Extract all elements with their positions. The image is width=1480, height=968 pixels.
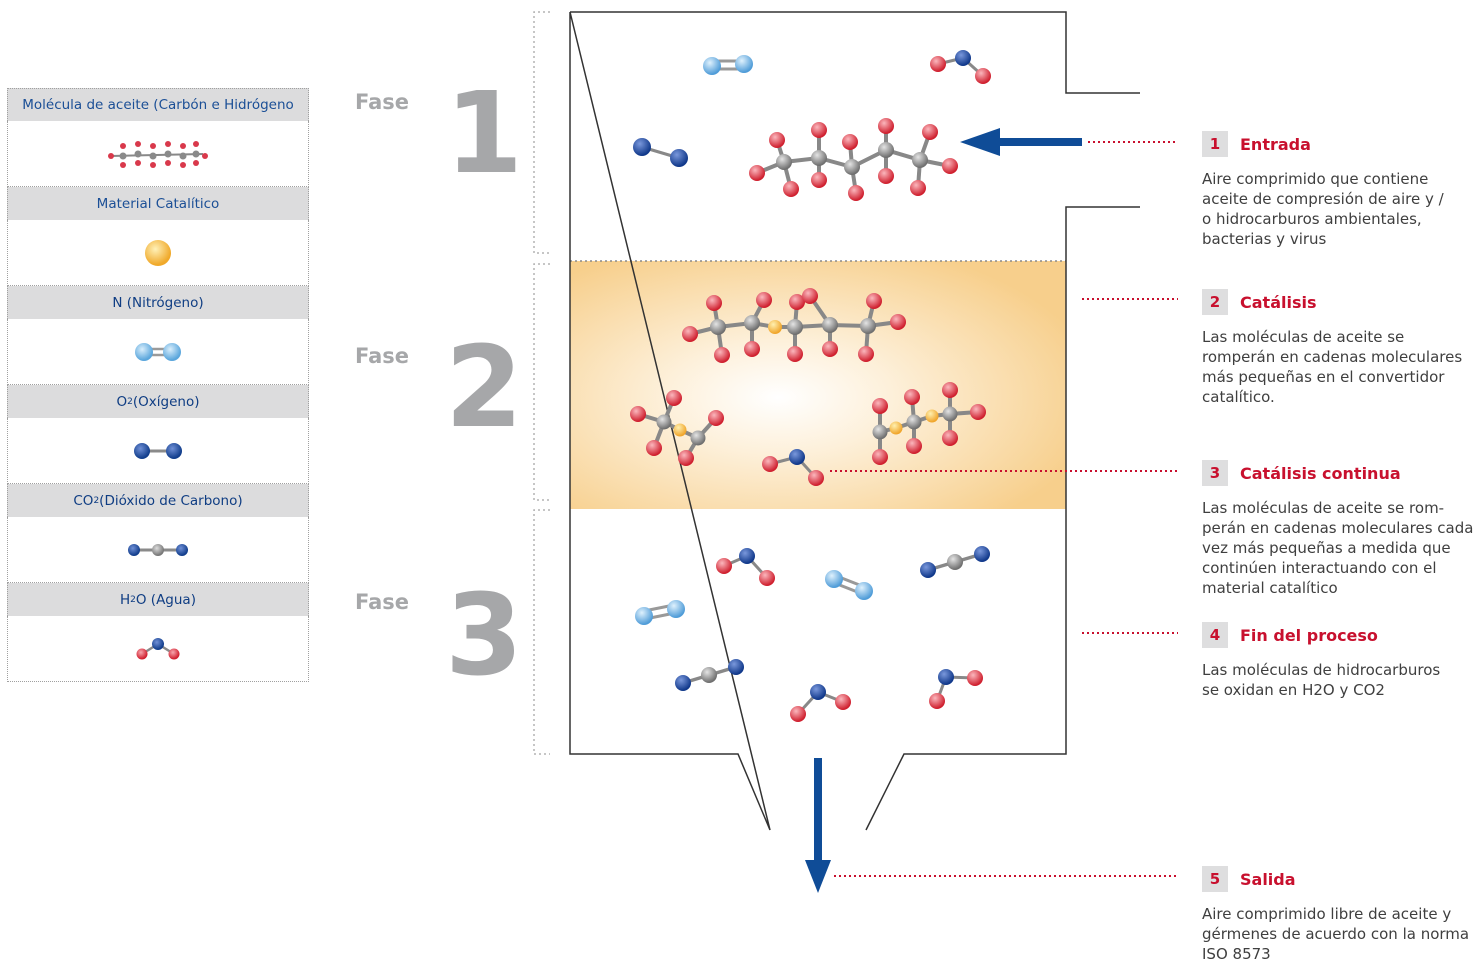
step-2-text: Las moléculas de aceite se romperán en c…	[1202, 328, 1463, 406]
nitrogen-molecule	[703, 55, 753, 75]
oil-molecule-icon	[108, 140, 208, 168]
legend-header-oil: Molécula de aceite (Carbón e Hidrógeno	[7, 88, 309, 121]
oxygen-molecule-icon	[134, 442, 182, 459]
step-1-title: Entrada	[1240, 134, 1311, 154]
catalyst-sphere-icon	[145, 239, 171, 266]
co2-molecule-icon	[128, 543, 188, 556]
step-2: 2 Catálisis Las moléculas de aceite se r…	[1202, 289, 1464, 407]
phase-2-number: 2	[445, 323, 523, 453]
phase-1-number: 1	[445, 69, 523, 199]
leader-lines	[830, 141, 1178, 877]
co2-molecule-a	[920, 546, 990, 578]
step-5-text: Aire comprimido libre de aceite y gérmen…	[1202, 905, 1470, 963]
inlet-arrow	[960, 128, 1082, 156]
step-1-number: 1	[1202, 131, 1228, 157]
step-2-title: Catálisis	[1240, 292, 1317, 312]
water-molecule-c	[929, 669, 983, 709]
step-3-number: 3	[1202, 460, 1228, 486]
fragment-molecule-left	[630, 390, 724, 466]
chamber-outline	[569, 11, 1140, 831]
legend-cell-nitrogen	[7, 319, 309, 385]
step-1-text: Aire comprimido que contiene aceite de c…	[1202, 170, 1444, 248]
water-molecule	[930, 50, 991, 84]
step-3: 3 Catálisis continua Las moléculas de ac…	[1202, 460, 1474, 598]
phase-1-label: Fase	[355, 90, 410, 114]
oil-molecule	[749, 118, 958, 201]
legend-cell-oil	[7, 121, 309, 187]
water-molecule-phase2	[762, 449, 824, 486]
phase-2-label: Fase	[355, 344, 410, 368]
legend: Molécula de aceite (Carbón e Hidrógeno M…	[7, 88, 309, 682]
legend-header-nitrogen: N (Nitrógeno)	[7, 286, 309, 319]
nitrogen-molecule-icon	[135, 342, 181, 361]
oxygen-molecule	[633, 138, 688, 167]
phase-3-number: 3	[445, 571, 523, 701]
step-5-title: Salida	[1240, 869, 1296, 889]
step-3-title: Catálisis continua	[1240, 463, 1401, 483]
phase-3-label: Fase	[355, 590, 410, 614]
legend-cell-catalyst	[7, 220, 309, 286]
step-3-text: Las moléculas de aceite se rom-perán en …	[1202, 499, 1474, 597]
nitrogen-molecule-a	[825, 570, 873, 600]
water-molecule-icon	[136, 637, 180, 659]
fragment-molecule-right	[872, 382, 986, 465]
phase-brackets	[533, 11, 550, 755]
step-5-number: 5	[1202, 866, 1228, 892]
cracking-oil-molecule	[682, 288, 906, 363]
legend-header-catalyst: Material Catalítico	[7, 187, 309, 220]
legend-cell-water	[7, 616, 309, 682]
step-4-text: Las moléculas de hidrocarburos se oxidan…	[1202, 661, 1441, 699]
step-1: 1 Entrada Aire comprimido que contiene a…	[1202, 131, 1452, 249]
legend-cell-co2	[7, 517, 309, 583]
water-molecule-b	[790, 684, 851, 722]
step-4-number: 4	[1202, 622, 1228, 648]
legend-cell-oxygen	[7, 418, 309, 484]
outlet-arrow	[805, 758, 831, 893]
water-molecule-a	[716, 548, 775, 586]
step-2-number: 2	[1202, 289, 1228, 315]
step-4-title: Fin del proceso	[1240, 625, 1378, 645]
nitrogen-molecule-b	[635, 600, 685, 625]
step-4: 4 Fin del proceso Las moléculas de hidro…	[1202, 622, 1442, 700]
step-5: 5 Salida Aire comprimido libre de aceite…	[1202, 866, 1474, 964]
co2-molecule-b	[675, 659, 744, 691]
catalyst-zone	[570, 261, 1066, 509]
